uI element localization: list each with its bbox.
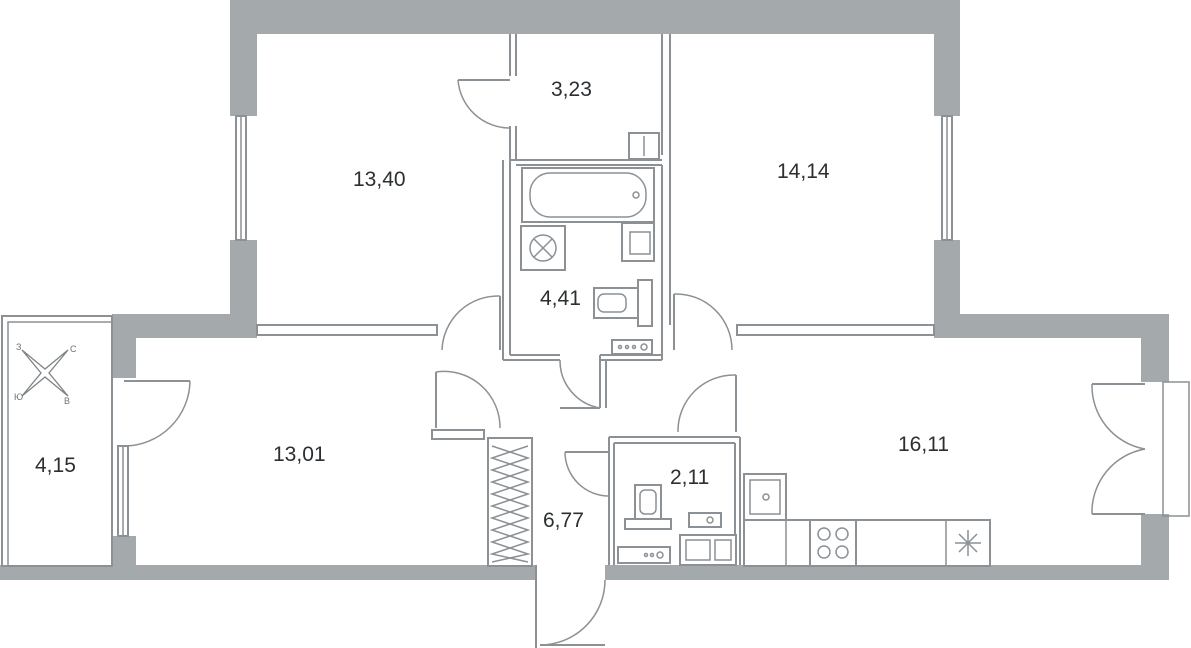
area-hall-storage: 3,23 <box>551 78 592 101</box>
wardrobe-hatch-2 <box>489 445 531 563</box>
room-labels: 13,40 3,23 14,14 4,41 4,15 13,01 2,11 16… <box>35 78 949 532</box>
bathtub <box>521 167 655 223</box>
balcony-outline <box>1 315 113 567</box>
compass-icon: С В Ю З <box>14 342 77 406</box>
kitchen-counter <box>743 519 991 567</box>
area-balcony: 4,15 <box>35 454 76 477</box>
bathroom-fixtures <box>520 132 660 355</box>
kitchen-sink <box>743 473 787 521</box>
wc-fixtures <box>617 484 737 566</box>
windows <box>117 115 953 537</box>
stove <box>809 519 857 567</box>
compass-east: В <box>64 396 70 406</box>
compass-west: З <box>16 342 21 352</box>
sink <box>621 222 655 262</box>
area-wc: 2,11 <box>670 466 709 489</box>
compass-north: С <box>70 344 77 354</box>
toilet <box>593 287 639 319</box>
hood-icon <box>955 530 981 556</box>
exterior-walls <box>0 0 1169 580</box>
area-living-room: 13,01 <box>273 443 326 466</box>
compass-south: Ю <box>14 392 23 402</box>
wc-sink <box>688 512 722 528</box>
area-bathroom: 4,41 <box>540 287 581 310</box>
doors <box>123 79 1190 646</box>
area-kitchen: 16,11 <box>898 433 949 456</box>
area-bedroom-left: 13,40 <box>353 168 406 191</box>
area-corridor: 6,77 <box>543 509 584 532</box>
wardrobe-hatch <box>489 445 531 563</box>
kitchen-fixtures <box>743 473 991 567</box>
area-bedroom-right: 14,14 <box>777 160 830 183</box>
